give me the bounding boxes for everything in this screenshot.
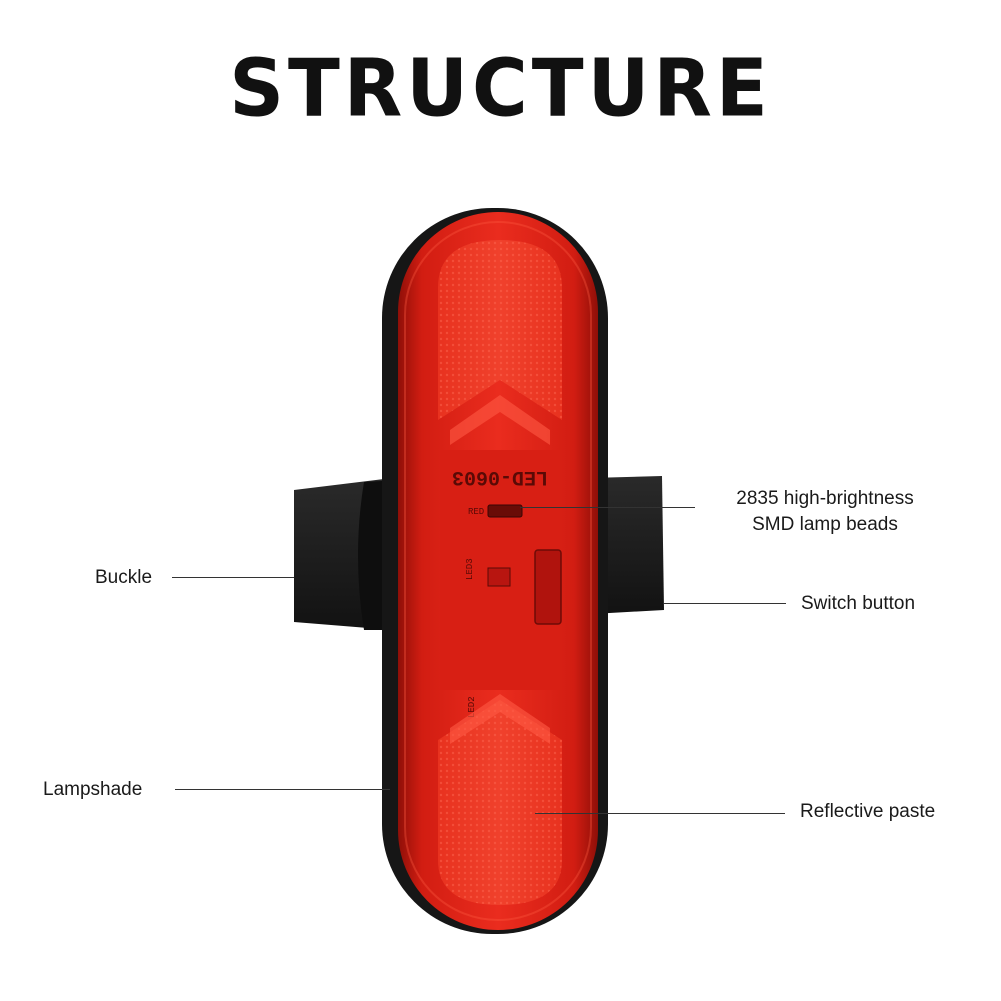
page-title: STRUCTURE — [229, 40, 772, 135]
pcb-model-text: LED-0603 — [452, 465, 548, 488]
reflective-paste-shape — [438, 694, 562, 905]
led-bead-shape — [487, 504, 523, 518]
reflective-paste-label: Reflective paste — [800, 801, 936, 822]
reflective-paste-leader — [535, 813, 785, 814]
pcb-red-text: RED — [468, 507, 484, 517]
switch-button-shape — [534, 549, 562, 625]
pcb-area: LED-0603 RED LED3 LED2 — [440, 450, 562, 718]
lampshade-leader — [175, 789, 390, 790]
lampshade-label: Lampshade — [43, 779, 143, 800]
upper-reflector-shape — [438, 240, 562, 445]
buckle-label: Buckle — [95, 567, 153, 588]
pcb-led3-text: LED3 — [465, 558, 475, 580]
lamp-beads-label-line1: 2835 high-brightness — [736, 488, 914, 509]
right-clip-shape — [590, 476, 664, 614]
lamp-beads-label: 2835 high-brightness SMD lamp beads — [705, 486, 945, 537]
lamp-beads-label-line2: SMD lamp beads — [752, 513, 898, 535]
led3-bead-shape — [487, 567, 511, 587]
switch-button-label: Switch button — [801, 593, 916, 614]
pcb-led2-text: LED2 — [467, 696, 477, 718]
buckle-leader — [172, 577, 294, 578]
switch-button-leader — [664, 603, 786, 604]
lamp-beads-leader — [520, 507, 695, 508]
